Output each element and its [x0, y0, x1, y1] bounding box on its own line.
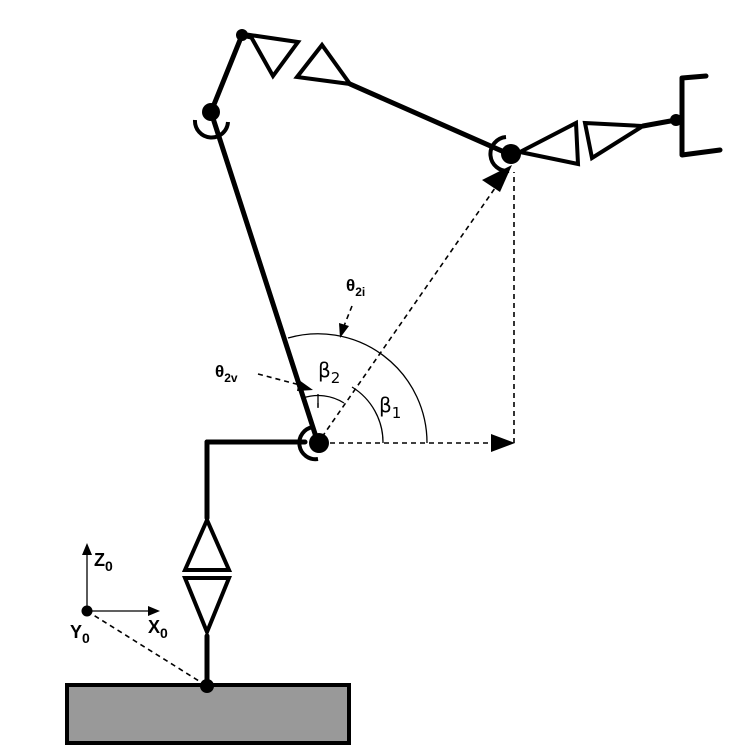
- shoulder-to-wrist-dashed-line: [321, 177, 503, 438]
- x0-label: X0: [148, 617, 168, 641]
- upper-arm-link: [208, 109, 321, 446]
- gripper-jaws: [679, 73, 723, 158]
- beta1-arc: [351, 386, 384, 444]
- wrist-prismatic-triangle-2: [582, 120, 650, 162]
- base-plate: [65, 683, 351, 745]
- top-joint-dot: [236, 29, 248, 41]
- wrist-joint: [488, 135, 521, 174]
- base-column-link: [181, 439, 308, 693]
- z0-label: Z0: [94, 550, 113, 574]
- elbow-joint: [192, 103, 230, 140]
- shoulder-joint: [297, 425, 329, 462]
- z-axis-arrowhead: [82, 543, 92, 555]
- beta2-label: β2: [318, 358, 340, 387]
- theta2i-pointer: [343, 305, 353, 327]
- theta2i-arc: [287, 333, 428, 444]
- theta2i-label: θ2i: [346, 276, 365, 299]
- end-effector-assembly: [514, 73, 723, 167]
- beta1-label: β1: [379, 393, 401, 422]
- top-prismatic-triangle-1: [246, 32, 302, 80]
- upper-prismatic-triangle: [181, 515, 233, 572]
- top-prismatic-link: [236, 29, 514, 158]
- theta2i-pointer-head: [339, 323, 349, 338]
- base-joint-dot: [200, 679, 214, 693]
- theta2v-pointer-head: [297, 380, 313, 391]
- theta2v-label: θ2v: [215, 362, 238, 385]
- horizontal-reference-arrowhead: [491, 434, 515, 452]
- lower-prismatic-triangle: [182, 576, 232, 638]
- theta2v-pointer: [257, 373, 301, 386]
- origin-to-base-dashed-line: [86, 610, 208, 687]
- frame-origin-dot: [81, 605, 93, 617]
- x-axis-arrowhead: [148, 606, 160, 616]
- top-prismatic-triangle-2: [293, 41, 355, 87]
- y0-label: Y0: [70, 622, 90, 646]
- base-coordinate-frame: [81, 543, 160, 617]
- beta2-arc: [302, 394, 345, 404]
- gripper-joint-dot: [670, 114, 682, 126]
- wrist-prismatic-triangle-1: [514, 119, 581, 167]
- forearm-upper-link: [208, 32, 245, 115]
